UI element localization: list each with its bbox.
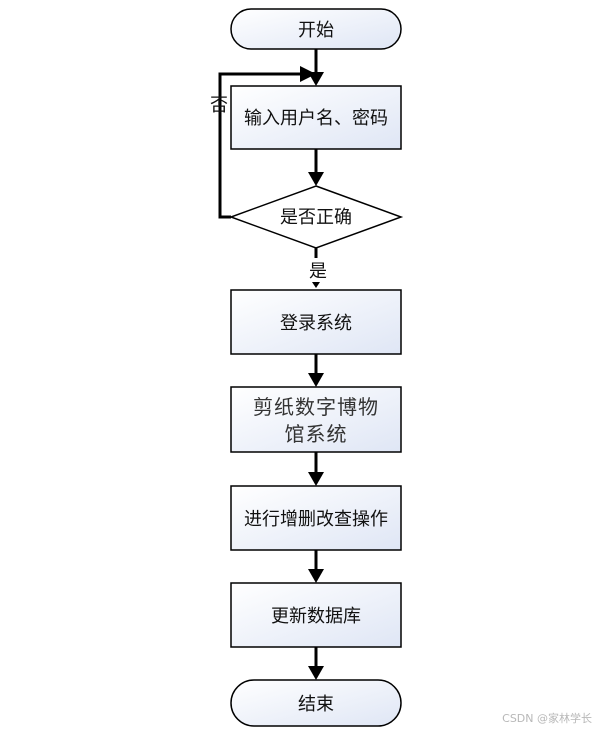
decision-label: 是否正确 <box>280 207 352 228</box>
arrow-no-loop <box>218 66 316 219</box>
yes-label: 是 <box>309 261 327 282</box>
arrow-start-to-input <box>308 49 324 86</box>
start-label: 开始 <box>298 20 334 41</box>
arrow-system-to-crud <box>308 452 324 486</box>
watermark-text: CSDN @家林学长 <box>502 711 592 725</box>
update-db-label: 更新数据库 <box>271 606 361 627</box>
system-label-line1: 剪纸数字博物 <box>253 395 379 419</box>
input-node: 输入用户名、密码 <box>230 85 402 150</box>
arrow-yes-to-login <box>312 248 320 288</box>
crud-label: 进行增删改查操作 <box>244 509 388 530</box>
start-node: 开始 <box>230 8 402 50</box>
decision-node: 是否正确 <box>228 185 404 249</box>
login-label: 登录系统 <box>280 313 352 334</box>
arrow-input-to-decision <box>308 149 324 186</box>
arrow-crud-to-update <box>308 550 324 583</box>
crud-node: 进行增删改查操作 <box>230 485 402 551</box>
update-db-node: 更新数据库 <box>230 582 402 648</box>
arrow-login-to-system <box>308 354 324 387</box>
no-label: 否 <box>210 95 228 116</box>
system-node: 剪纸数字博物 馆系统 <box>230 386 402 453</box>
arrow-update-to-end <box>308 647 324 680</box>
system-label-line2: 馆系统 <box>285 422 348 446</box>
login-node: 登录系统 <box>230 289 402 355</box>
end-label: 结束 <box>298 694 334 715</box>
input-label: 输入用户名、密码 <box>244 108 388 129</box>
end-node: 结束 <box>230 679 402 727</box>
